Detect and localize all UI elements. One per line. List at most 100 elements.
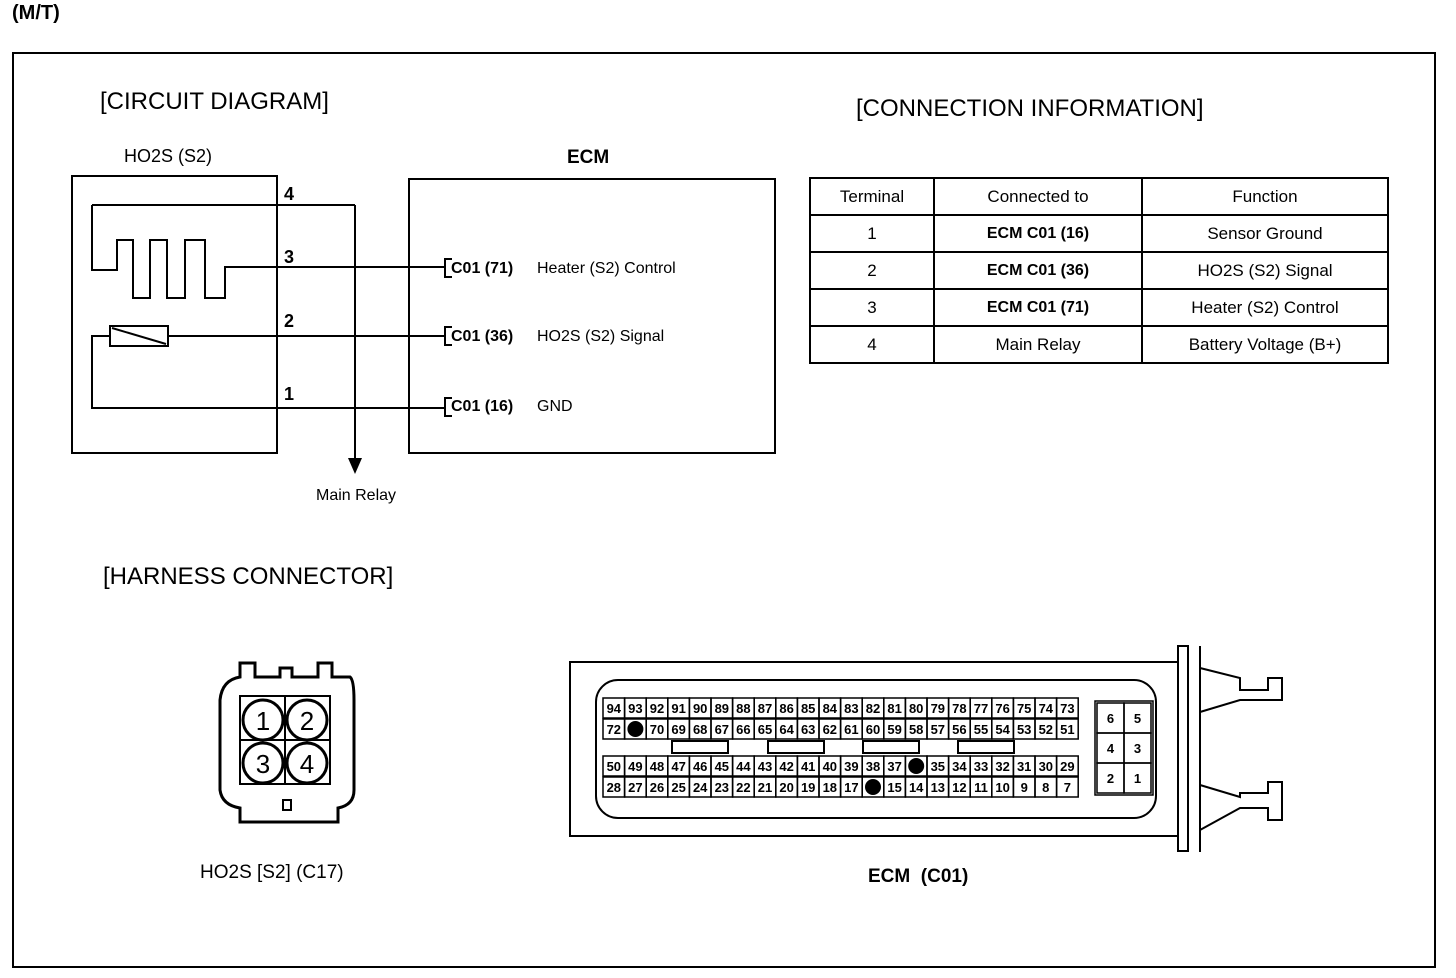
mode-label: (M/T) [12,2,60,24]
ecm-box [408,178,776,454]
ecm-pin-number: 28 [607,780,621,795]
ecm-pin-cell [1055,697,1079,719]
ecm-pin-number: 84 [823,701,838,716]
table-cell: 4 [809,325,935,364]
ecm-pin-number: 93 [628,701,642,716]
ecm-pin-number: 59 [887,722,901,737]
ecm-pin-number: 73 [1060,701,1074,716]
ecm-side-pin-number: 6 [1107,711,1114,726]
ecm-pin-number: 88 [736,701,750,716]
ecm-pin-number: 9 [1021,780,1028,795]
ecm-pin-number: 39 [844,759,858,774]
ecm-terminal-code: C01 (71) [451,260,514,277]
connector-pin-number: 3 [255,749,271,779]
table-cell: HO2S (S2) Signal [1141,251,1389,290]
ecm-pin-number: 87 [758,701,772,716]
pin-label: 2 [284,311,295,331]
ecm-connector-shell [569,661,1179,837]
table-cell: Main Relay [933,325,1143,364]
ecm-pin-number: 47 [671,759,685,774]
ecm-pin-number: 67 [715,722,729,737]
column-header: Connected to [933,177,1143,216]
ecm-pin-number: 22 [736,780,750,795]
ecm-pin-number: 18 [823,780,837,795]
main-relay-label: Main Relay [316,487,397,504]
sensor-connector-body [218,661,356,824]
table-cell: Heater (S2) Control [1141,288,1389,327]
table-header-row: Terminal Connected to Function [809,177,1389,216]
ecm-pin-number: 24 [693,780,708,795]
ecm-pin-number: 29 [1060,759,1074,774]
ecm-pin-number: 86 [779,701,793,716]
ecm-pin-number: 69 [671,722,685,737]
ecm-pin-number: 12 [952,780,966,795]
ecm-pin-number: 38 [866,759,880,774]
ecm-side-pin-number: 3 [1134,741,1141,756]
ecm-pin-number: 62 [823,722,837,737]
ecm-pin-cell [1055,755,1079,777]
ecm-pin-number: 53 [1017,722,1031,737]
ecm-pin-number: 32 [995,759,1009,774]
ecm-pin-number: 19 [801,780,815,795]
ecm-pin-number: 90 [693,701,707,716]
ecm-pin-number: 31 [1017,759,1031,774]
connection-table: Terminal Connected to Function 1 ECM C01… [809,177,1389,364]
ecm-terminal-code: C01 (16) [451,398,514,415]
pin-label: 4 [284,184,295,204]
table-row: 4 Main Relay Battery Voltage (B+) [809,325,1389,364]
ecm-pin-number: 52 [1039,722,1053,737]
ecm-pin-number: 63 [801,722,815,737]
empty-pin-dot [908,758,925,774]
ecm-pin-number: 30 [1039,759,1053,774]
table-row: 1 ECM C01 (16) Sensor Ground [809,214,1389,253]
connector-pin-number: 1 [255,706,271,736]
harness-connector-title: [HARNESS CONNECTOR] [103,563,394,590]
table-row: 2 ECM C01 (36) HO2S (S2) Signal [809,251,1389,290]
sensor-connector-label: HO2S [S2] (C17) [200,862,344,883]
ecm-pin-number: 66 [736,722,750,737]
ecm-side-pin-number: 2 [1107,771,1114,786]
table-cell: 3 [809,288,935,327]
ecm-pin-number: 79 [931,701,945,716]
ecm-pin-number: 64 [779,722,794,737]
ecm-pin-number: 51 [1060,722,1074,737]
diagram-frame [12,52,1436,968]
table-cell: ECM C01 (16) [933,214,1143,253]
ecm-label: ECM [567,147,610,168]
ecm-terminal-name: HO2S (S2) Signal [537,328,665,345]
ecm-pin-number: 33 [974,759,988,774]
ecm-side-pin-number: 1 [1134,771,1141,786]
ecm-pin-number: 89 [715,701,729,716]
table-cell: Battery Voltage (B+) [1141,325,1389,364]
ecm-pin-number: 56 [952,722,966,737]
ecm-pin-number: 7 [1064,780,1071,795]
ecm-pin-number: 57 [931,722,945,737]
ecm-pin-number: 48 [650,759,664,774]
table-cell: 2 [809,251,935,290]
ecm-pin-number: 35 [931,759,945,774]
ecm-pin-number: 17 [844,780,858,795]
ecm-pin-number: 20 [779,780,793,795]
table-cell: ECM C01 (71) [933,288,1143,327]
ecm-pin-number: 43 [758,759,772,774]
ecm-pin-number: 58 [909,722,923,737]
table-cell: 1 [809,214,935,253]
ecm-pin-number: 74 [1039,701,1054,716]
ecm-side-pin-number: 5 [1134,711,1141,726]
ecm-pin-number: 8 [1042,780,1049,795]
arrow-down-icon [348,458,362,474]
ecm-pin-number: 54 [995,722,1010,737]
column-header: Terminal [809,177,935,216]
table-cell: Sensor Ground [1141,214,1389,253]
ecm-pin-cell [1055,718,1079,740]
ecm-pin-number: 81 [887,701,901,716]
ecm-terminal-name: Heater (S2) Control [537,260,676,277]
ecm-pin-number: 21 [758,780,772,795]
ecm-pin-number: 14 [909,780,924,795]
connector-pin-number: 4 [299,749,315,779]
ecm-pin-number: 61 [844,722,858,737]
ecm-connector-label: ECM (C01) [868,866,969,887]
ecm-pin-number: 85 [801,701,815,716]
ecm-pin-number: 91 [671,701,685,716]
